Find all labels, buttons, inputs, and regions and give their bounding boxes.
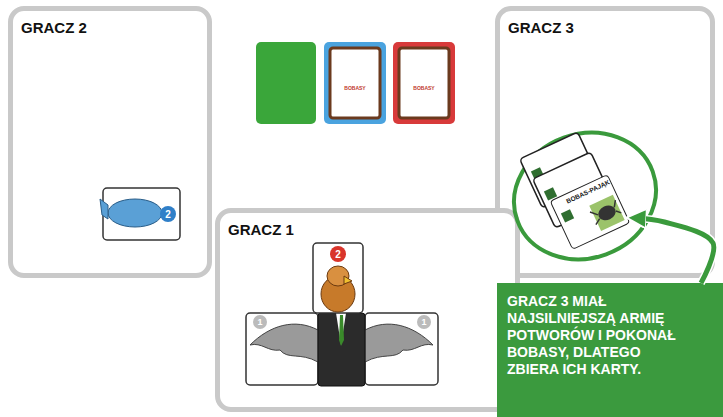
card-back bbox=[256, 42, 316, 124]
deck-name: BOBASY bbox=[413, 85, 434, 91]
callout-box: GRACZ 3 MIAŁ NAJSILNIEJSZĄ ARMIĘ POTWORÓ… bbox=[497, 283, 723, 417]
card-frame bbox=[399, 48, 449, 118]
player-label: GRACZ 2 bbox=[13, 11, 207, 36]
player-area: GRACZ 2 bbox=[8, 6, 212, 278]
player-area: GRACZ 1 bbox=[215, 208, 520, 412]
player-label: GRACZ 3 bbox=[500, 11, 710, 36]
strength-number: 2 bbox=[165, 209, 171, 220]
bobas-deck-card bbox=[393, 42, 455, 124]
strength-number: 1 bbox=[257, 317, 262, 327]
strength-number: 2 bbox=[335, 249, 341, 260]
player-area: GRACZ 3 BOBAS-PAJĄK bbox=[495, 6, 715, 278]
deck-name: BOBASY bbox=[344, 85, 365, 91]
bobas-deck-card bbox=[324, 42, 386, 124]
captured-card: BOBAS-PAJĄK bbox=[550, 174, 631, 250]
strength-number: 1 bbox=[544, 181, 548, 188]
strength-number: 1 bbox=[531, 161, 535, 168]
card-title: BOBAS-PAJĄK bbox=[551, 175, 611, 210]
card-frame bbox=[330, 48, 380, 118]
strength-number: 1 bbox=[561, 203, 565, 210]
strength-number: 1 bbox=[421, 317, 426, 327]
callout-text: GRACZ 3 MIAŁ NAJSILNIEJSZĄ ARMIĘ POTWORÓ… bbox=[497, 283, 677, 378]
player-label: GRACZ 1 bbox=[220, 213, 515, 238]
